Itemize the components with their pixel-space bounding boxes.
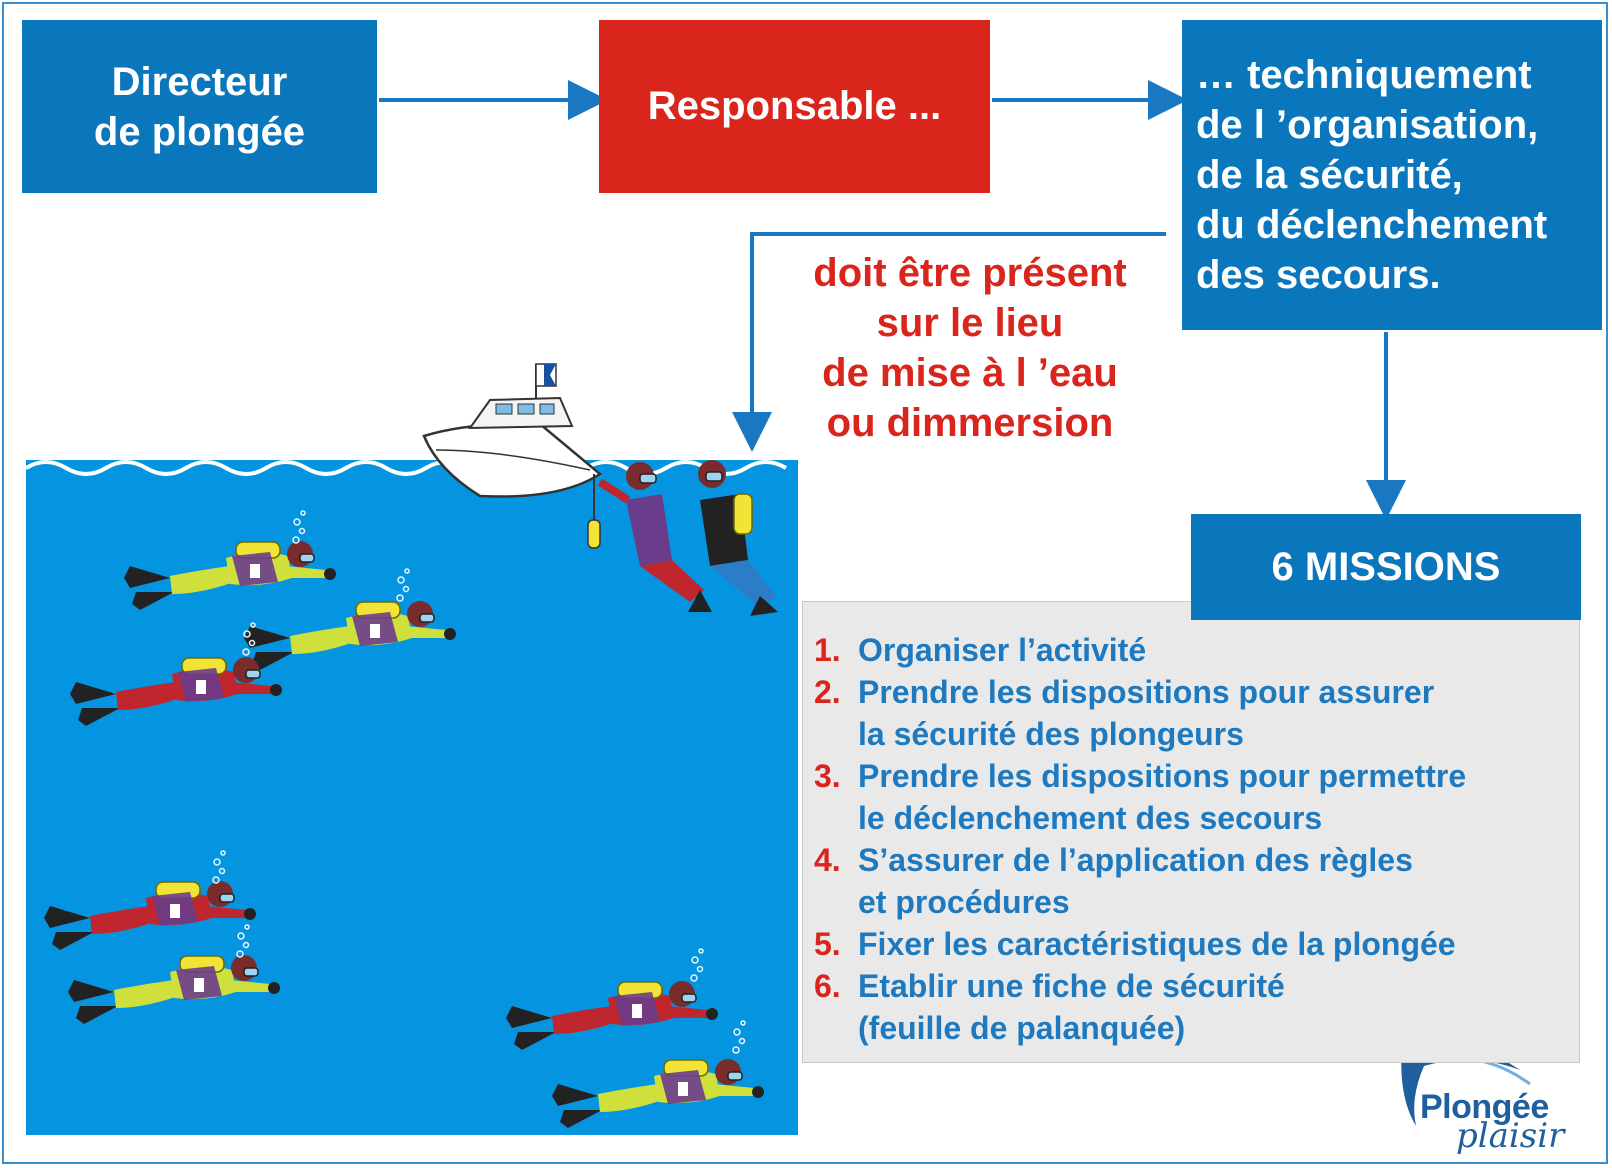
mission-item: 6. Etablir une fiche de sécurité (feuill… <box>814 965 1574 1049</box>
missions-list: 1. Organiser l’activité 2. Prendre les d… <box>814 629 1574 1049</box>
arrow-technique-to-water <box>732 232 1166 452</box>
technique-line: de la sécurité, <box>1196 153 1463 197</box>
presence-line: de mise à l ’eau <box>822 351 1118 395</box>
responsable-box: Responsable ... <box>599 20 990 193</box>
diver-icon <box>67 954 281 1025</box>
bubbles-icon <box>396 568 410 602</box>
bubbles-icon <box>292 510 306 544</box>
mission-number: 1. <box>814 632 841 668</box>
presence-line: sur le lieu <box>876 301 1064 345</box>
mission-item: 1. Organiser l’activité <box>814 629 1574 671</box>
diver-icon <box>123 540 337 611</box>
bubbles-icon <box>732 1020 746 1054</box>
mission-item: 3. Prendre les dispositions pour permett… <box>814 755 1574 839</box>
mission-text: et procédures <box>858 884 1070 920</box>
presence-line: ou dimmersion <box>826 401 1114 445</box>
technique-box: … techniquement de l ’organisation, de l… <box>1182 20 1602 330</box>
dive-flag-icon <box>535 363 557 387</box>
mission-item: 2. Prendre les dispositions pour assurer… <box>814 671 1574 755</box>
missions-title-box: 6 MISSIONS <box>1191 514 1581 620</box>
director-box: Directeur de plongée <box>22 20 377 193</box>
responsable-label: Responsable ... <box>647 84 942 128</box>
logo-sub-text: plaisir <box>1456 1116 1565 1156</box>
mission-number: 2. <box>814 674 841 710</box>
mission-number: 4. <box>814 842 841 878</box>
diver-icon <box>551 1058 765 1129</box>
technique-line: … techniquement <box>1196 53 1532 97</box>
mission-item: 4. S’assurer de l’application des règles… <box>814 839 1574 923</box>
mission-number: 6. <box>814 968 841 1004</box>
water-wave <box>26 464 798 480</box>
mission-text: la sécurité des plongeurs <box>858 716 1244 752</box>
presence-line: doit être présent <box>813 251 1127 295</box>
logo-main-text: Plongée <box>1420 1088 1549 1126</box>
mission-number: 3. <box>814 758 841 794</box>
diver-icon <box>69 656 283 727</box>
diver-icon <box>505 980 719 1051</box>
mission-item: 5. Fixer les caractéristiques de la plon… <box>814 923 1574 965</box>
boat-icon <box>422 363 603 498</box>
diver-icon <box>243 600 457 671</box>
bubbles-icon <box>690 948 704 982</box>
mission-text: Prendre les dispositions pour assurer <box>858 674 1435 710</box>
mission-text: Fixer les caractéristiques de la plongée <box>858 926 1456 962</box>
diver-icon <box>43 880 257 951</box>
missions-title: 6 MISSIONS <box>1271 544 1501 589</box>
mission-text: (feuille de palanquée) <box>858 1010 1186 1046</box>
mission-text: Prendre les dispositions pour permettre <box>858 758 1467 794</box>
bubbles-icon <box>236 924 250 958</box>
mission-text: S’assurer de l’application des règles <box>858 842 1413 878</box>
director-line: de plongée <box>93 109 306 154</box>
technique-line: de l ’organisation, <box>1196 103 1539 147</box>
buoy-icon <box>587 519 601 549</box>
director-line: Directeur <box>111 59 288 104</box>
technique-line: des secours. <box>1196 253 1441 297</box>
mission-text: Organiser l’activité <box>858 632 1147 668</box>
missions-panel <box>802 601 1580 1063</box>
bubbles-icon <box>212 850 226 884</box>
presence-text: doit être présent sur le lieu de mise à … <box>770 248 1170 448</box>
mission-text: Etablir une fiche de sécurité <box>858 968 1285 1004</box>
mission-text: le déclenchement des secours <box>858 800 1323 836</box>
mission-number: 5. <box>814 926 841 962</box>
technique-line: du déclenchement <box>1196 203 1548 247</box>
surface-divers <box>597 460 778 616</box>
